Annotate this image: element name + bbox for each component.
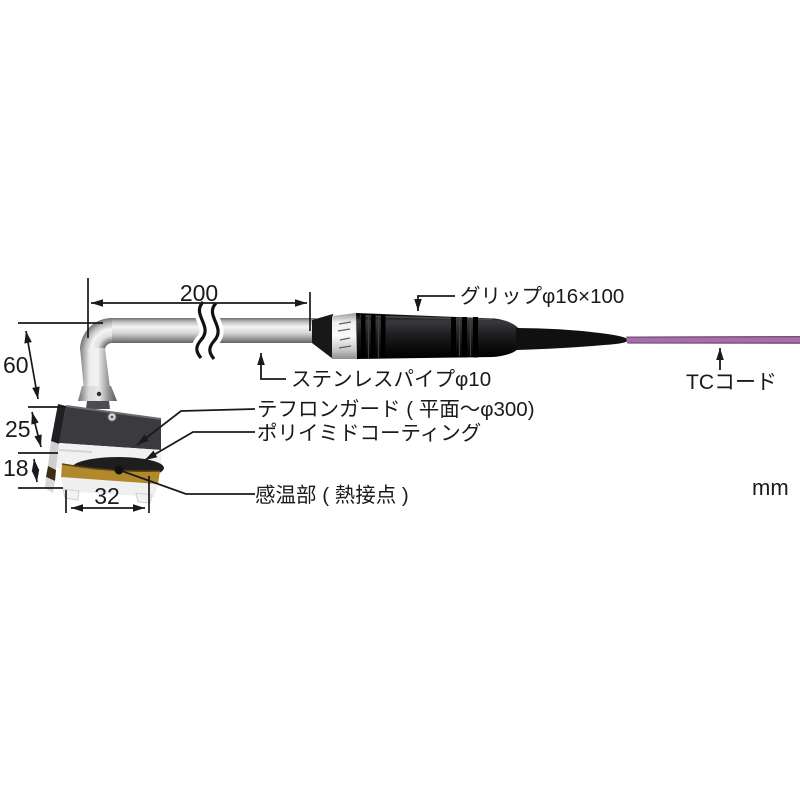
dim-200: 200	[180, 280, 218, 306]
leader-stainless-pipe	[257, 353, 286, 380]
grip-groove	[473, 317, 478, 358]
tc-cord-edge-top	[626, 336, 800, 338]
head-top-block	[59, 406, 161, 450]
grip	[312, 313, 628, 359]
stainless-pipe	[78, 318, 316, 409]
grip-label-marks	[337, 321, 352, 349]
label-stainless-pipe: ステンレスパイプφ10	[291, 368, 491, 391]
tc-cord-line	[626, 336, 800, 344]
grip-snout	[516, 328, 628, 350]
grip-groove	[462, 317, 467, 358]
dim-line-25	[31, 411, 42, 448]
leader-teflon-guard	[136, 408, 256, 446]
sensing-point-dot	[114, 465, 124, 475]
part-labels: グリップφ16×100 ステンレスパイプφ10 テフロンガード ( 平面～φ30…	[121, 285, 789, 507]
pipe-vertical-section	[80, 348, 110, 390]
dim-32: 32	[94, 483, 120, 509]
grip-groove	[371, 314, 376, 358]
break-squiggle	[208, 301, 220, 360]
collar-screw	[96, 391, 102, 397]
tc-cord	[626, 336, 800, 344]
dim-18: 18	[3, 455, 29, 481]
pipe-elbow	[80, 318, 112, 350]
grip-groove	[451, 317, 456, 358]
head-bottom-white	[61, 477, 158, 497]
unit-label: mm	[752, 475, 789, 500]
head-screw-slot	[110, 415, 114, 419]
head-foot-right	[135, 492, 153, 504]
head-side-dark	[51, 404, 66, 444]
grip-body	[356, 313, 520, 359]
dim-60: 60	[3, 352, 29, 378]
grip-label-band	[332, 313, 357, 359]
head-side-white	[48, 441, 59, 470]
sensor-head	[45, 404, 164, 504]
label-teflon-guard: テフロンガード ( 平面～φ300)	[257, 398, 535, 421]
break-squiggle	[195, 300, 207, 359]
grip-entry-cone	[312, 314, 333, 359]
grip-groove	[361, 314, 366, 358]
grip-grooves	[361, 314, 478, 358]
leader-polyimide	[144, 431, 255, 461]
label-tc-cord: TCコード	[686, 371, 777, 394]
label-polyimide: ポリイミドコーティング	[257, 422, 481, 445]
dim-25: 25	[5, 416, 31, 442]
head-side-gold	[46, 466, 56, 481]
break-marks	[191, 298, 224, 363]
head-side-foot	[45, 477, 55, 493]
grip-groove	[381, 314, 386, 358]
grip-groove-ridges	[367, 316, 380, 358]
head-top-highlight	[65, 405, 162, 420]
dim-line-18	[31, 458, 40, 483]
polyimide-edge	[61, 463, 161, 472]
leader-sensing-part	[121, 470, 255, 495]
label-grip: グリップφ16×100	[460, 285, 624, 308]
grip-groove-ridges	[458, 318, 472, 356]
head-foot-left	[62, 488, 80, 501]
dim-line-60	[24, 330, 40, 400]
leader-grip	[414, 295, 455, 311]
teflon-notch-shade	[58, 449, 93, 453]
label-sensing-part: 感温部 ( 熱接点 )	[255, 484, 409, 507]
dimension-annotations: 200 60 25 18 32	[3, 278, 311, 513]
pipe-neck	[86, 401, 110, 409]
